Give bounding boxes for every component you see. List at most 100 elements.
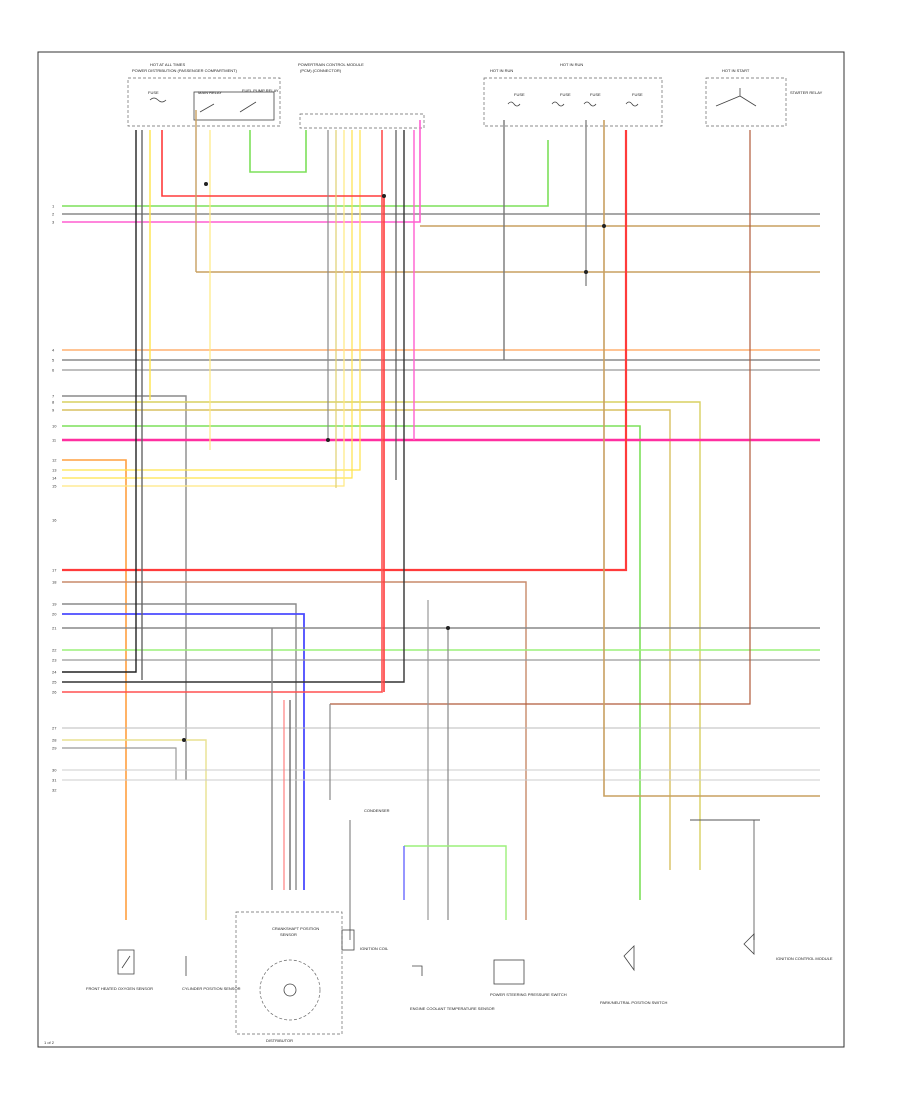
- fuse-a-label: FUSE: [514, 92, 525, 97]
- pin-number: 25: [52, 680, 57, 685]
- pin-number: 5: [52, 358, 55, 363]
- pin-number: 11: [52, 438, 57, 443]
- pin-number: 9: [52, 408, 55, 413]
- pin-number: 23: [52, 658, 57, 663]
- pin-number: 15: [52, 484, 57, 489]
- wire-tan-down: [62, 581, 527, 920]
- distributor-rotor-icon: [283, 983, 297, 997]
- relay2-label: FUEL PUMP RELAY: [242, 88, 279, 93]
- bottom-sensors: FRONT HEATED OXYGEN SENSOR CYLINDER POSI…: [86, 933, 833, 1011]
- hot-in-run-block: HOT IN RUN HOT IN RUN FUSE FUSE FUSE FUS…: [483, 62, 663, 127]
- ignition-coil-label: IGNITION COIL: [360, 946, 389, 951]
- pin-number: 3: [52, 220, 55, 225]
- fuse-b-label: FUSE: [560, 92, 571, 97]
- diagram-border: [37, 51, 845, 1048]
- wire-yellow-row4: [62, 130, 353, 479]
- pin-number: 2: [52, 212, 55, 217]
- wires: [62, 110, 820, 940]
- sensor3-label: ENGINE COOLANT TEMPERATURE SENSOR: [410, 1006, 495, 1011]
- hot-in-run-label-1: HOT IN RUN: [490, 68, 513, 73]
- pin-number: 24: [52, 670, 57, 675]
- wire-gray-row3: [62, 395, 187, 780]
- pin-number: 30: [52, 768, 57, 773]
- page-number: 1 of 2: [44, 1040, 55, 1045]
- distributor-title: DISTRIBUTOR: [266, 1038, 293, 1043]
- sensor1-label: FRONT HEATED OXYGEN SENSOR: [86, 986, 153, 991]
- pcm-connector-box: [299, 113, 425, 129]
- pin-number: 16: [52, 518, 57, 523]
- wire-yellow-row1: [62, 401, 701, 870]
- sensor1-icon: [117, 949, 135, 975]
- hot-in-start-block: HOT IN START STARTER RELAY: [705, 68, 823, 127]
- pcm-title-2: (PCM) (CONNECTOR): [300, 68, 342, 73]
- wire-black-row1: [62, 130, 137, 673]
- pin-number: 6: [52, 368, 55, 373]
- wire-red-row: [62, 130, 628, 572]
- pin-number: 7: [52, 394, 55, 399]
- wire-yellow-row3: [62, 130, 361, 471]
- left-pin-column: 1234567891011121314151617181920212223242…: [52, 204, 57, 793]
- wire-gray-row7: [62, 747, 177, 780]
- hot-in-run-box: [483, 77, 663, 127]
- main-block-title-2: POWER DISTRIBUTION (PASSENGER COMPARTMEN…: [132, 68, 238, 73]
- wire-red-v1: [161, 130, 385, 692]
- hot-in-run-label-2: HOT IN RUN: [560, 62, 583, 67]
- starter-relay-box: [705, 77, 787, 127]
- wire-red-row2: [62, 130, 383, 693]
- pin-number: 28: [52, 738, 57, 743]
- pcm-connector-block: POWERTRAIN CONTROL MODULE (PCM) (CONNECT…: [298, 62, 425, 129]
- main-block-box: [127, 77, 281, 127]
- condenser-label: CONDENSER: [364, 808, 390, 813]
- pin-number: 22: [52, 648, 57, 653]
- wire-yellow-row5: [62, 130, 345, 487]
- fuse-icon: [149, 97, 167, 103]
- sensor2-label: CYLINDER POSITION SENSOR: [182, 986, 241, 991]
- sensor5-icon: [623, 945, 635, 972]
- pin-number: 14: [52, 476, 57, 481]
- pcm-title-1: POWERTRAIN CONTROL MODULE: [298, 62, 364, 67]
- fuse-c-label: FUSE: [590, 92, 601, 97]
- pin-number: 4: [52, 348, 55, 353]
- pin-number: 27: [52, 726, 57, 731]
- pin-number: 1: [52, 204, 55, 209]
- relay1-label: MAIN RELAY: [198, 90, 222, 95]
- pin-number: 29: [52, 746, 57, 751]
- main-block-title-1: HOT AT ALL TIMES: [150, 62, 185, 67]
- crank-sensor-label-1: CRANKSHAFT POSITION: [272, 926, 319, 931]
- wire-pink-top: [62, 120, 421, 223]
- wire-black-row2: [62, 130, 405, 683]
- relay-box: [193, 91, 275, 121]
- sensor6-icon: [743, 933, 755, 955]
- wire-green-v1: [249, 130, 307, 173]
- wire-green-sensor4: [404, 845, 507, 920]
- wire-orange-down: [62, 459, 127, 920]
- pin-number: 19: [52, 602, 57, 607]
- starter-relay-label: STARTER RELAY: [790, 90, 823, 95]
- sensor4-icon: [493, 959, 525, 985]
- fuse-icons: [507, 101, 639, 107]
- pin-number: 21: [52, 626, 57, 631]
- sensor4-label: POWER STEERING PRESSURE SWITCH: [490, 992, 567, 997]
- splice-points: [182, 182, 606, 742]
- pin-number: 26: [52, 690, 57, 695]
- distributor-assembly: DISTRIBUTOR CRANKSHAFT POSITION SENSOR I…: [235, 808, 390, 1043]
- wire-gray-down1: [62, 603, 297, 890]
- coil-icon: [341, 929, 355, 951]
- wire-green-row: [62, 425, 641, 900]
- pin-number: 31: [52, 778, 57, 783]
- distributor-box: [235, 911, 343, 1035]
- wire-yellow-down: [62, 739, 207, 920]
- wire-tan-bottom: [603, 120, 820, 797]
- pin-number: 17: [52, 568, 57, 573]
- fuse-d-label: FUSE: [632, 92, 643, 97]
- main-fuse-relay-block: HOT AT ALL TIMES POWER DISTRIBUTION (PAS…: [127, 62, 281, 127]
- wire-yellow-row2: [62, 409, 671, 870]
- pin-number: 32: [52, 788, 57, 793]
- pin-number: 12: [52, 458, 57, 463]
- hot-in-start-label: HOT IN START: [722, 68, 750, 73]
- relay-switch-icon: [199, 101, 257, 113]
- pin-number: 18: [52, 580, 57, 585]
- sensor6-label: IGNITION CONTROL MODULE: [776, 956, 833, 961]
- pin-number: 10: [52, 424, 57, 429]
